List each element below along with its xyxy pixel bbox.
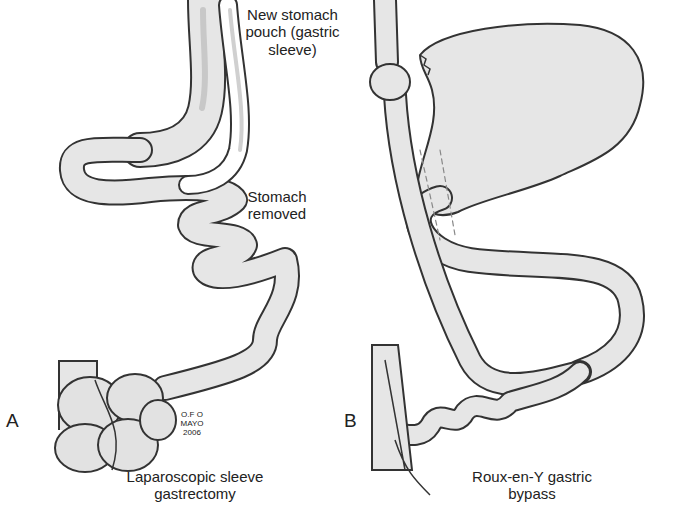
colon-b	[372, 345, 412, 470]
hidden-limb-dash	[420, 150, 455, 240]
callout-label: Stomach removed	[238, 188, 316, 223]
sleeve-fill	[140, 0, 208, 150]
staple-line	[420, 55, 430, 75]
gastric-pouch	[370, 64, 410, 100]
panel-letter: B	[344, 410, 364, 432]
callout-label: New stomach pouch (gastric sleeve)	[240, 6, 345, 58]
panel-caption: Roux-en-Y gastric bypass	[462, 468, 602, 503]
appendix-line	[95, 380, 116, 470]
common-channel-fill	[382, 372, 580, 435]
panel-letter: A	[6, 410, 26, 432]
sleeve-shade	[202, 10, 205, 108]
panel-caption: Laparoscopic sleeve gastrectomy	[105, 468, 285, 503]
remnant-stomach	[417, 24, 643, 215]
watermark: O.F O MAYO 2006	[172, 410, 212, 438]
cecum-lobe	[140, 400, 176, 440]
removed-stomach-shade	[230, 10, 242, 150]
roux-limb-fill	[395, 95, 580, 384]
esophagus-fill	[385, 0, 387, 62]
sleeve-outline	[140, 0, 208, 150]
appendix-line	[385, 360, 430, 495]
esophagus-outline	[385, 0, 387, 62]
roux-limb-outline	[395, 95, 580, 384]
common-channel-outline	[382, 372, 580, 435]
